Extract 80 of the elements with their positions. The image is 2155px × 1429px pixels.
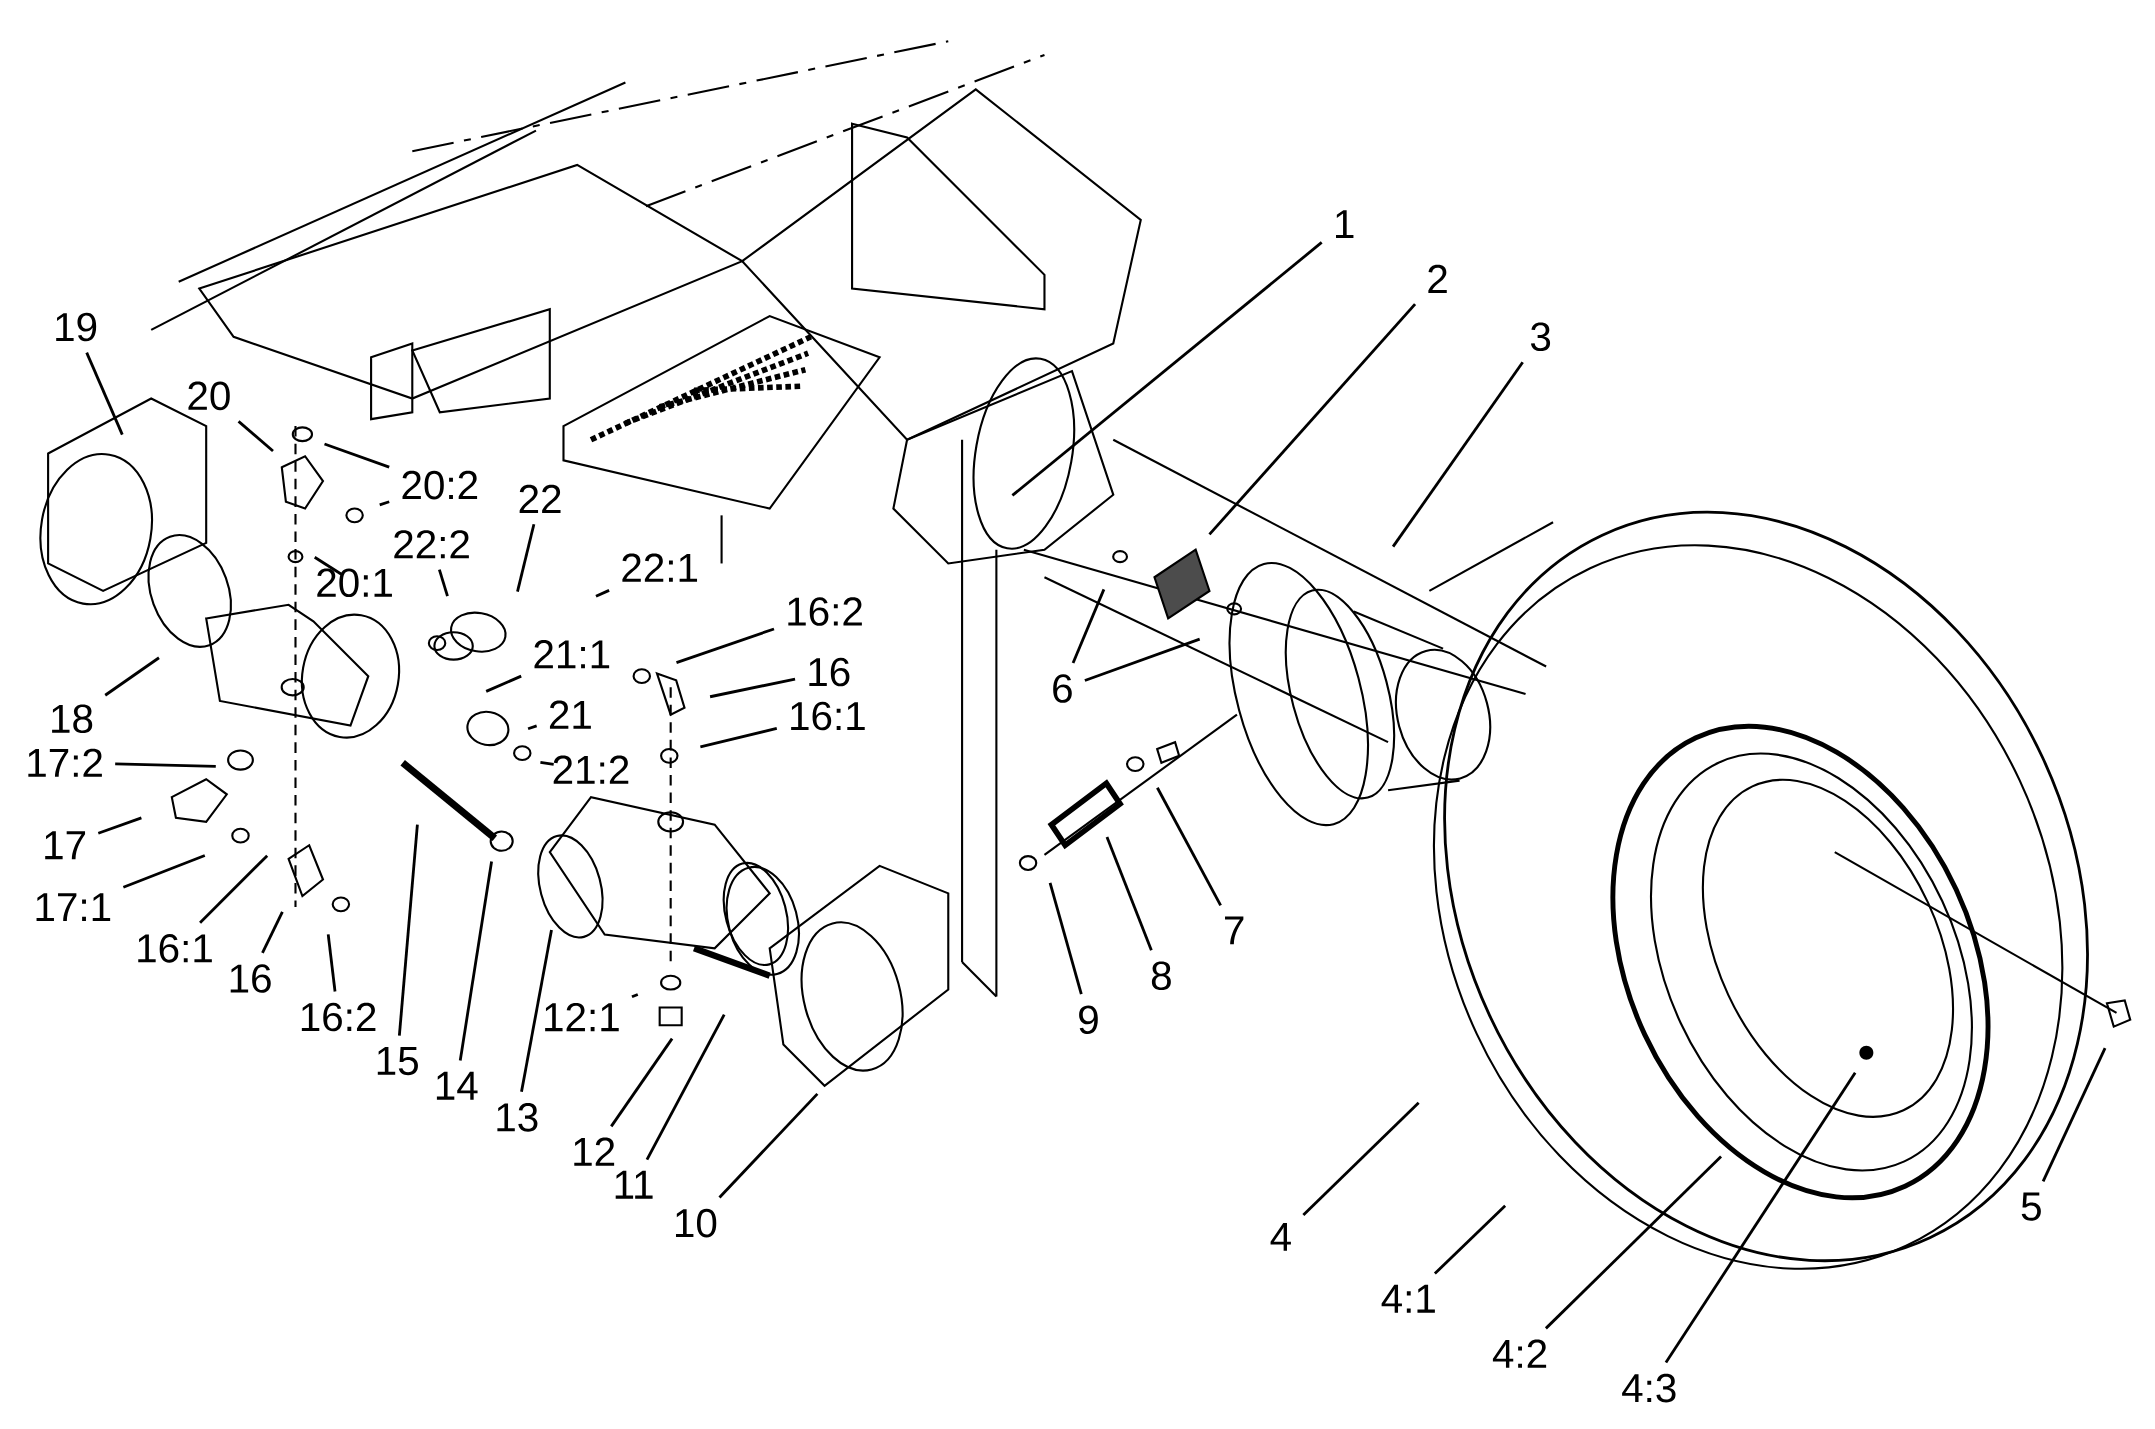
- leader-line: [1048, 882, 1083, 995]
- callout-number: 22:1: [622, 553, 698, 582]
- leader-line: [261, 911, 284, 954]
- leader-line: [1433, 1204, 1507, 1275]
- leader-line: [610, 1037, 674, 1127]
- leader-line: [1302, 1101, 1420, 1216]
- callout-number: 22:2: [394, 530, 469, 559]
- callout-number: 20:2: [402, 470, 478, 500]
- callout-number: 12: [574, 1137, 615, 1166]
- callout-number: 20: [188, 381, 230, 410]
- callout-number: 16: [230, 964, 271, 993]
- leader-line: [2041, 1047, 2107, 1182]
- callout-number: 20:1: [317, 568, 392, 597]
- leader-line: [237, 420, 274, 452]
- leader-line: [709, 677, 796, 698]
- callout-number: 16:1: [791, 701, 865, 731]
- leader-line: [1105, 836, 1153, 951]
- leader-line: [397, 824, 419, 1036]
- callout-number: 13: [497, 1102, 538, 1132]
- leader-line: [326, 934, 337, 992]
- callout-number: 17: [45, 831, 86, 859]
- callout-number: 4:3: [1622, 1373, 1676, 1403]
- callout-number: 19: [56, 312, 97, 342]
- callout-number: 4: [1270, 1222, 1291, 1251]
- leader-line: [1391, 361, 1524, 548]
- callout-number: 4:1: [1381, 1284, 1435, 1313]
- callout-number: 18: [52, 704, 93, 733]
- callout-number: 14: [436, 1071, 478, 1100]
- callout-number: 5: [2021, 1192, 2041, 1221]
- callout-number: 11: [615, 1170, 653, 1199]
- callout-number: 16:1: [138, 933, 212, 963]
- leader-line: [97, 816, 142, 835]
- leader-line: [631, 992, 639, 998]
- leader-line: [520, 929, 553, 1092]
- leader-line: [1084, 637, 1201, 682]
- callout-number: 7: [1225, 916, 1244, 945]
- callout-number: 21: [549, 700, 591, 729]
- callout-number: 21:2: [553, 755, 629, 784]
- leader-line: [595, 588, 610, 598]
- callout-number: 15: [377, 1046, 418, 1075]
- callout-number: 6: [1053, 674, 1072, 703]
- callout-number: 8: [1151, 961, 1171, 990]
- leader-line: [85, 351, 124, 436]
- callout-number: 16:2: [301, 1002, 376, 1032]
- leader-line: [485, 674, 522, 693]
- leader-line: [313, 555, 343, 576]
- leader-line: [516, 523, 536, 592]
- leader-line: [1011, 241, 1323, 497]
- callout-number: 3: [1530, 322, 1551, 351]
- leader-line: [1544, 1155, 1723, 1330]
- leader-line: [458, 861, 493, 1061]
- callout-number: 21:1: [534, 639, 610, 669]
- leader-line: [1071, 588, 1106, 664]
- callout-number: 16: [809, 657, 850, 687]
- leader-line: [645, 1013, 726, 1161]
- leader-line: [379, 500, 390, 507]
- leader-line: [676, 627, 775, 664]
- leader-line: [1208, 303, 1417, 536]
- callout-number: 1: [1336, 210, 1354, 238]
- leader-line: [104, 656, 160, 697]
- callout-number: 10: [676, 1208, 717, 1238]
- leader-line: [324, 442, 390, 469]
- leader-line: [199, 854, 269, 924]
- leader-line: [718, 1092, 819, 1199]
- leader-line: [122, 853, 206, 889]
- callout-number: 17:1: [36, 893, 111, 921]
- callout-number: 22: [519, 484, 561, 513]
- leader-line: [700, 726, 778, 749]
- leader-line: [1664, 1071, 1857, 1364]
- callout-number: 12:1: [545, 1002, 619, 1031]
- callout-number: 4:2: [1492, 1339, 1547, 1368]
- callout-number: 9: [1079, 1005, 1098, 1034]
- leader-line: [115, 762, 216, 768]
- callout-number: 17:2: [28, 748, 102, 777]
- leader-line: [540, 760, 554, 766]
- callout-number: 2: [1428, 264, 1447, 293]
- leader-line: [527, 724, 538, 730]
- leader-line: [438, 569, 449, 597]
- callout-number: 16:2: [788, 597, 862, 626]
- leader-line: [1156, 786, 1222, 906]
